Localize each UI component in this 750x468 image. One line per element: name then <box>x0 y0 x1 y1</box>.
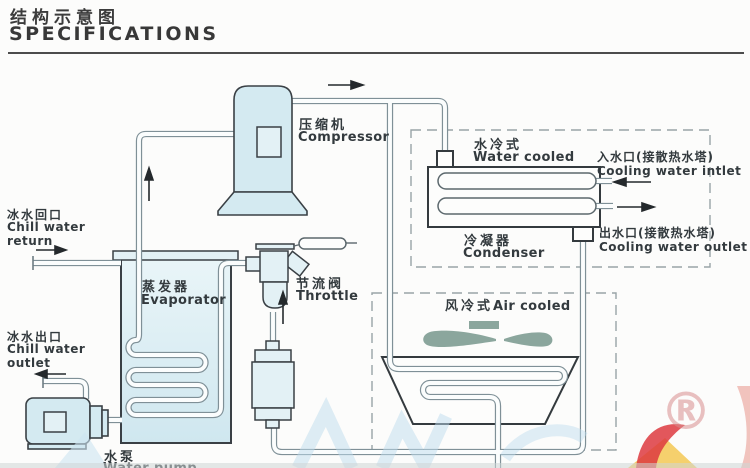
chill-water-outlet-label-en1: Chill water <box>7 342 86 356</box>
suction-up-arrow-icon <box>143 165 155 201</box>
water-cooled-label-cn: 水冷式 <box>474 138 523 153</box>
air-cooled-branch-line <box>388 101 567 468</box>
water-cooled-label-en: Water cooled <box>473 150 575 165</box>
cooling-water-inlet-label-cn: 入水口(接散热水塔) <box>597 150 714 164</box>
compressor-label-cn: 压缩机 <box>299 118 348 133</box>
page-title-chinese: 结构示意图 <box>10 8 120 28</box>
condenser-label-en: Condenser <box>463 246 545 261</box>
chill-water-outlet-label-en2: outlet <box>7 356 51 370</box>
page-title-english: SPECIFICATIONS <box>9 23 219 45</box>
chill-water-outlet-label-cn: 冰水出口 <box>7 330 64 344</box>
throttle-label-cn: 节流阀 <box>296 277 345 292</box>
chill-water-return-label-cn: 冰水回口 <box>7 208 64 222</box>
cooling-water-outlet-label-cn: 出水口(接散热水塔) <box>599 226 716 240</box>
cooling-outlet-arrow-icon <box>617 201 657 213</box>
pump-discharge-pipe <box>43 379 88 399</box>
cooling-water-outlet-label-en: Cooling water outlet <box>599 240 748 254</box>
air-cooled-label-cn: 风冷式 <box>445 299 494 314</box>
air-cooled-label: 风冷式Air cooled <box>445 295 571 314</box>
throttle-label-en: Throttle <box>296 289 359 304</box>
filter-drier-shape <box>251 340 295 429</box>
pump-discharge-pipe <box>43 377 90 399</box>
evaporator-label-en: Evaporator <box>141 293 227 308</box>
chill-water-return-label-en2: return <box>7 234 53 248</box>
air-cooled-label-en: Air cooled <box>493 299 571 314</box>
water-pump-label-cn: 水泵 <box>104 450 137 465</box>
fan-icon <box>423 321 553 348</box>
discharge-line <box>288 99 447 154</box>
evaporator-coil-and-suction-line <box>126 132 251 417</box>
air-cooled-section-box <box>371 292 617 451</box>
compressor-shape <box>217 85 308 216</box>
chill-water-return-label-en1: Chill water <box>7 220 86 234</box>
discharge-arrow-icon <box>328 79 366 91</box>
water-cooled-condenser-coil <box>437 172 597 215</box>
condenser-bottom-stub <box>572 226 594 242</box>
water-cooled-section-box <box>410 129 711 268</box>
condenser-top-stub <box>436 150 454 168</box>
condenser-label-cn: 冷凝器 <box>464 234 513 249</box>
watermark-graphics <box>55 386 750 468</box>
flow-arrows <box>33 79 657 380</box>
air-cooled-condenser-shell <box>380 356 580 425</box>
registered-trademark-watermark: ® <box>660 382 712 442</box>
throttle-up-arrow-icon <box>277 289 289 324</box>
evaporator-label-cn: 蒸发器 <box>142 280 191 295</box>
title-divider <box>8 52 744 54</box>
compressor-label-en: Compressor <box>298 130 390 145</box>
cooling-inlet-arrow-icon <box>611 176 651 188</box>
chill-outlet-arrow-icon <box>33 368 66 380</box>
cooling-water-inlet-label-en: Cooling water intlet <box>597 164 742 178</box>
water-pump-shape <box>25 397 109 450</box>
throttle-valve-shape <box>245 237 357 309</box>
return-arrow-icon <box>36 244 69 256</box>
sensing-bulb <box>298 237 347 250</box>
scan-bottom-edge <box>0 463 750 468</box>
